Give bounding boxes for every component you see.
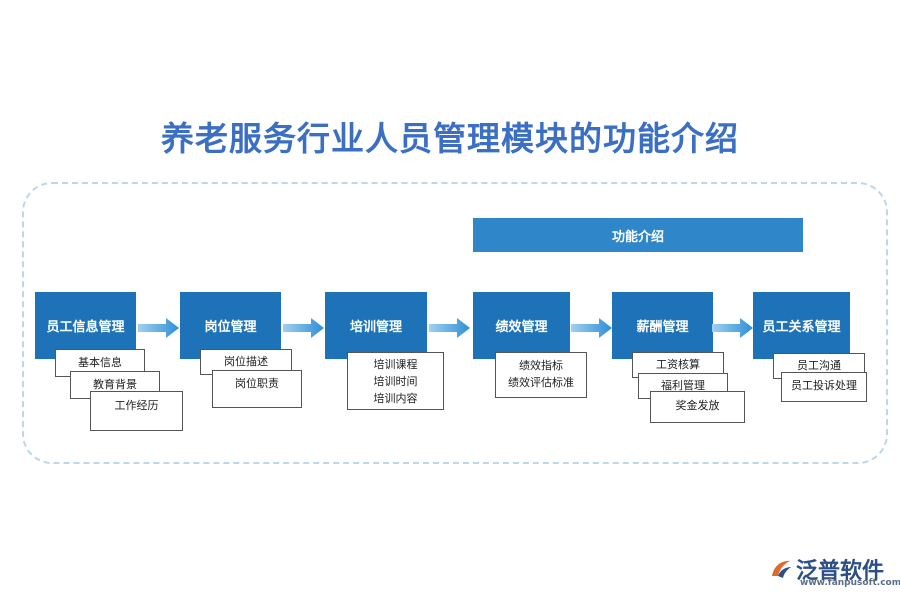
doc-list-item: 培训课程 [373,358,418,371]
flow-arrow-icon [138,318,179,338]
doc-item: 奖金发放 [650,391,745,423]
doc-list-item: 绩效评估标准 [508,376,574,389]
doc-item: 工作经历 [90,391,183,431]
flow-arrow-icon [712,318,753,338]
function-header: 功能介绍 [473,218,803,252]
module-employee-relations: 员工关系管理 [753,292,850,359]
doc-list-item: 培训时间 [373,375,418,388]
flow-arrow-icon [571,318,612,338]
logo-icon [772,560,791,578]
module-training: 培训管理 [325,292,427,359]
flow-arrow-icon [429,318,470,338]
doc-item: 员工投诉处理 [781,372,867,402]
doc-list-item: 培训内容 [373,392,418,405]
module-performance: 绩效管理 [473,292,570,359]
module-salary: 薪酬管理 [612,292,713,359]
module-position: 岗位管理 [180,292,281,359]
logo-name: 泛普软件 [796,559,885,584]
doc-list-item: 绩效指标 [519,359,563,372]
logo-url: www.fanpusoft.com [800,578,900,588]
brand-logo: 泛普软件 [768,553,884,585]
module-employee-info: 员工信息管理 [35,292,136,359]
page-title: 养老服务行业人员管理模块的功能介绍 [161,119,739,158]
doc-list: 培训课程 培训时间 培训内容 [347,352,444,410]
doc-item: 岗位职责 [212,370,302,408]
doc-list: 绩效指标 绩效评估标准 [495,352,587,398]
diagram-frame [22,182,888,464]
flow-arrow-icon [283,318,324,338]
